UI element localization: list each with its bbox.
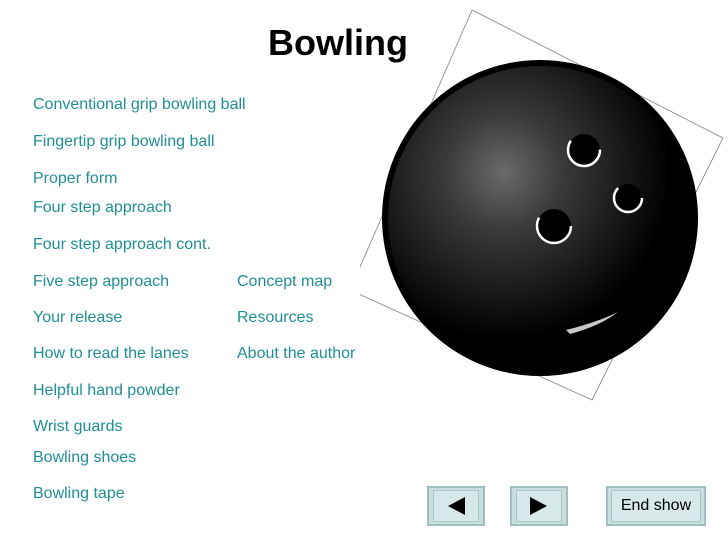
link-four-step[interactable]: Four step approach <box>33 199 172 216</box>
link-your-release[interactable]: Your release <box>33 309 123 326</box>
link-four-step-cont[interactable]: Four step approach cont. <box>33 236 211 253</box>
link-concept-map[interactable]: Concept map <box>237 273 333 290</box>
link-proper-form[interactable]: Proper form <box>33 170 118 187</box>
previous-slide-button[interactable] <box>427 486 485 526</box>
link-hand-powder[interactable]: Helpful hand powder <box>33 382 180 399</box>
link-read-lanes[interactable]: How to read the lanes <box>33 345 189 362</box>
finger-hole <box>612 182 644 214</box>
end-show-button[interactable]: End show <box>606 486 706 526</box>
next-slide-button[interactable] <box>510 486 568 526</box>
link-resources[interactable]: Resources <box>237 309 314 326</box>
link-bowling-tape[interactable]: Bowling tape <box>33 485 125 502</box>
link-wrist-guards[interactable]: Wrist guards <box>33 418 123 435</box>
bowling-ball-image <box>349 0 728 420</box>
thumb-hole <box>535 207 573 245</box>
triangle-left-icon <box>448 497 465 515</box>
page-title: Bowling <box>268 22 408 63</box>
end-show-label: End show <box>611 490 701 522</box>
triangle-right-icon <box>530 497 547 515</box>
link-conventional-grip[interactable]: Conventional grip bowling ball <box>33 96 246 113</box>
link-bowling-shoes[interactable]: Bowling shoes <box>33 449 137 466</box>
link-about-author[interactable]: About the author <box>237 345 356 362</box>
link-fingertip-grip[interactable]: Fingertip grip bowling ball <box>33 133 215 150</box>
link-five-step[interactable]: Five step approach <box>33 273 170 290</box>
finger-hole <box>566 132 602 168</box>
